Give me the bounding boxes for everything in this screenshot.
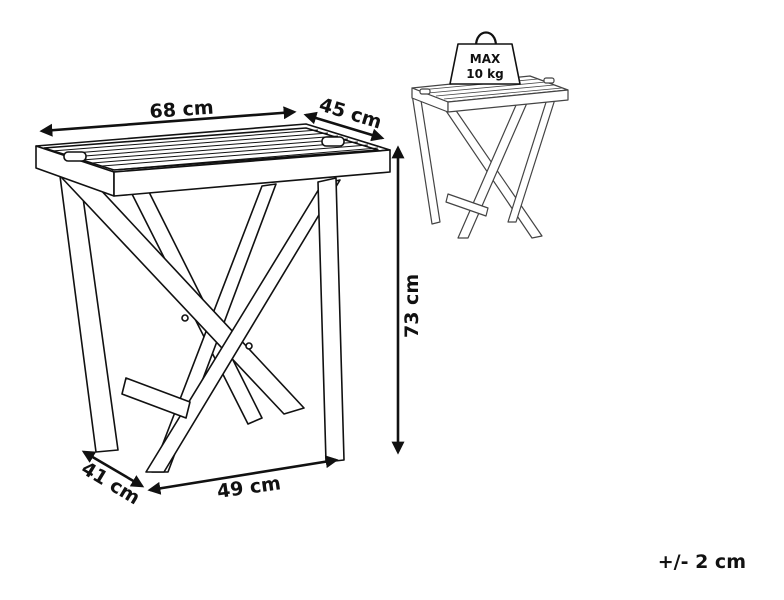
base-depth-label: 41 cm — [77, 457, 143, 509]
front-leg-cross-b — [145, 179, 341, 473]
front-leg-right — [317, 177, 345, 463]
small-leg-c — [411, 93, 441, 225]
width-label: 68 cm — [149, 97, 215, 123]
width-arrow — [39, 106, 297, 137]
hinge-right — [245, 342, 253, 350]
hinge-left — [181, 314, 189, 322]
weight-icon — [449, 31, 521, 85]
tray-handle-left — [63, 151, 87, 162]
weight-illustration — [411, 75, 569, 239]
depth-arrow — [303, 111, 385, 142]
stretcher-bar — [121, 377, 191, 419]
main-tray-table — [35, 123, 391, 473]
weight-value-label: 10 kg — [466, 67, 503, 81]
small-handle-right — [543, 77, 555, 84]
tray-handle-right — [321, 136, 345, 147]
small-stretcher — [445, 193, 489, 217]
small-handle-left — [419, 88, 431, 95]
base-width-arrow — [147, 455, 339, 495]
height-label: 73 cm — [401, 274, 423, 338]
small-tray-side — [447, 89, 569, 113]
base-depth-arrow — [81, 450, 145, 488]
tray-long-side — [113, 149, 391, 197]
weight-max-label: MAX — [470, 52, 501, 66]
tolerance-note: +/- 2 cm — [657, 551, 746, 573]
dimension-arrows — [39, 106, 405, 495]
